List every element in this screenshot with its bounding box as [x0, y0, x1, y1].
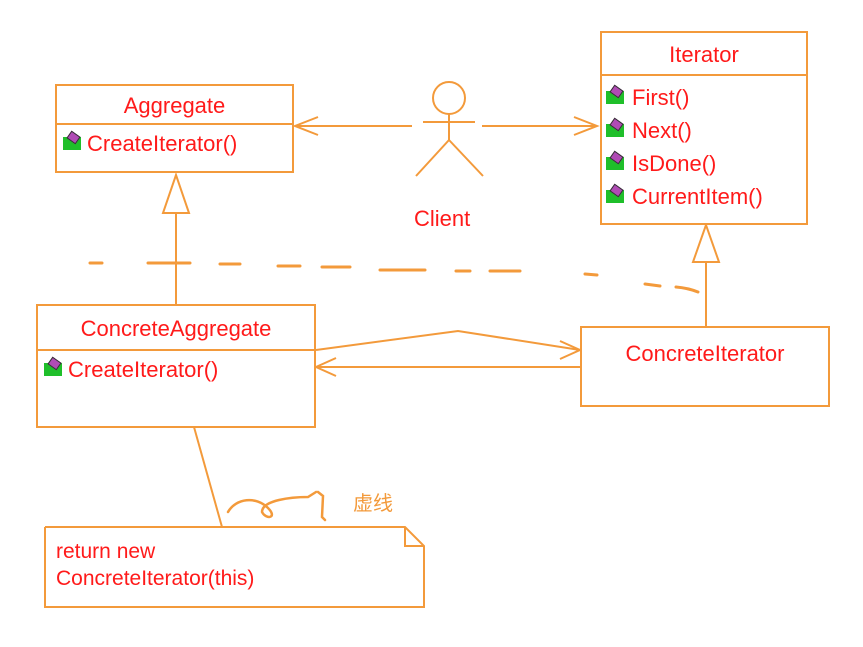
class-name: Iterator	[669, 42, 739, 67]
hand-squiggle-sample	[226, 490, 327, 522]
note-outline	[44, 526, 425, 608]
note-link	[193, 426, 223, 528]
client-label: Client	[414, 206, 471, 231]
operation-label: CreateIterator()	[68, 357, 219, 382]
class-divider: CreateIterator()	[38, 349, 314, 383]
note-line: ConcreteIterator(this)	[56, 567, 255, 590]
client-actor-icon	[415, 81, 484, 177]
note-fold	[404, 527, 424, 547]
operation-row: CreateIterator()	[44, 356, 314, 383]
operation-label: Next()	[632, 118, 692, 143]
operation-label: CurrentItem()	[632, 184, 763, 209]
method-icon	[606, 150, 626, 170]
method-icon	[606, 183, 626, 203]
aggregate-inheritance-triangle	[161, 171, 191, 214]
operation-row: CurrentItem()	[606, 183, 806, 216]
arrowhead-concrete-aggregate	[313, 357, 337, 377]
class-name: Aggregate	[123, 93, 226, 118]
operation-row: First()	[606, 84, 806, 117]
operation-label: IsDone()	[632, 151, 717, 176]
class-name: ConcreteAggregate	[80, 316, 272, 341]
note-line: return new	[56, 540, 156, 563]
iterator-inheritance-triangle	[691, 221, 721, 263]
dashed-line-annotation: 虚线	[353, 491, 393, 515]
method-icon	[44, 356, 64, 376]
operation-row: IsDone()	[606, 150, 806, 183]
aggregate-class: Aggregate CreateIterator()	[55, 84, 294, 173]
iterator-class: Iterator First() Next() IsDone() Current…	[600, 31, 808, 225]
operation-label: CreateIterator()	[87, 131, 238, 156]
hand-dashed-line	[88, 261, 700, 294]
method-icon	[63, 130, 83, 150]
operation-row: Next()	[606, 117, 806, 150]
note-text: return new ConcreteIterator(this)	[56, 538, 254, 592]
aggregate-to-iterator-link	[315, 329, 581, 351]
class-divider: First() Next() IsDone() CurrentItem()	[602, 74, 806, 216]
class-divider: CreateIterator()	[57, 123, 292, 157]
arrowhead-aggregate	[292, 116, 319, 136]
operation-label: First()	[632, 85, 690, 110]
arrowhead-iterator	[573, 116, 600, 136]
class-name: ConcreteIterator	[625, 341, 785, 366]
method-icon	[606, 84, 626, 104]
operation-row: CreateIterator()	[63, 130, 292, 157]
concrete-iterator-class: ConcreteIterator	[580, 326, 830, 407]
concrete-aggregate-class: ConcreteAggregate CreateIterator()	[36, 304, 316, 428]
method-icon	[606, 117, 626, 137]
